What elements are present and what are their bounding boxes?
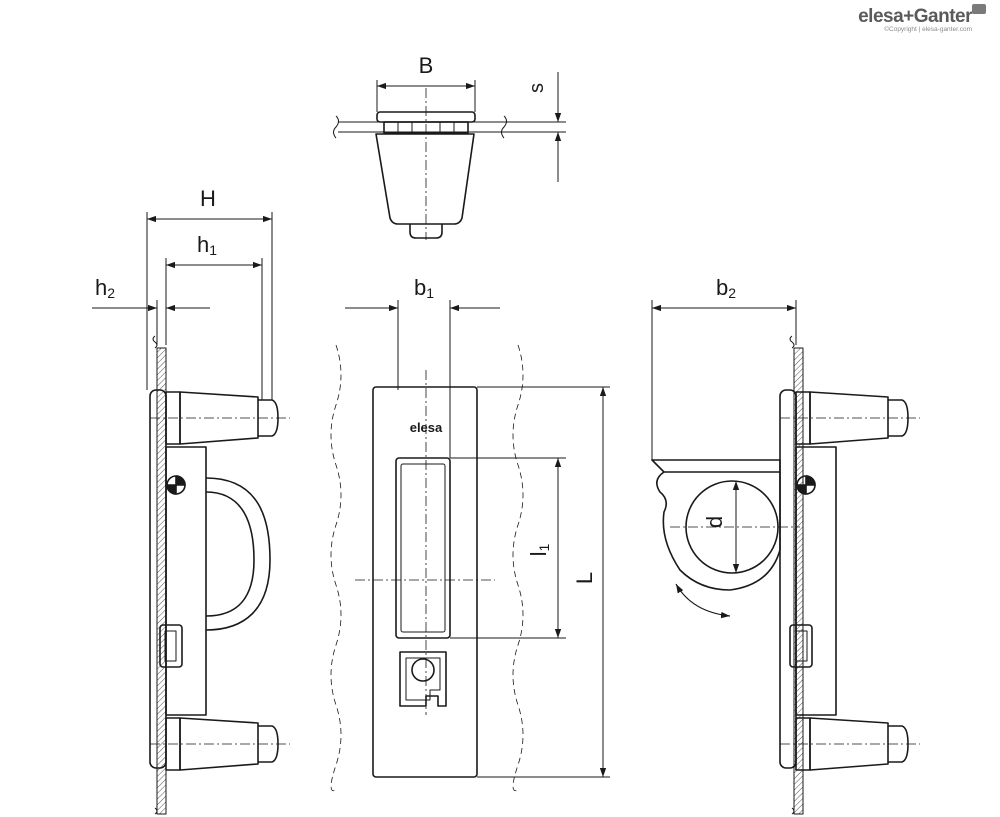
dim-label-H: H [200, 186, 216, 211]
top-detail-view [333, 88, 554, 240]
dim-label-h1: h1 [197, 232, 217, 258]
dim-label-L: L [572, 572, 597, 584]
brand-logo: elesa+Ganter ©Copyright | elesa-ganter.c… [858, 4, 986, 33]
brand-name: elesa+Ganter [858, 6, 972, 27]
brand-badge [972, 4, 986, 14]
dim-label-b2: b2 [716, 275, 736, 301]
dim-label-s: s [526, 83, 548, 93]
brand-copyright: ©Copyright | elesa-ganter.com [884, 26, 972, 33]
dim-label-b1: b1 [414, 275, 434, 301]
right-side-view [651, 335, 920, 815]
dim-label-l1: l1 [526, 543, 552, 556]
product-mark: elesa [410, 420, 443, 435]
dim-label-B: B [419, 53, 434, 78]
front-view [330, 344, 524, 792]
dim-label-d: d [702, 516, 727, 528]
dim-label-h2: h2 [95, 275, 115, 301]
left-side-view [149, 335, 290, 815]
dimension-lines [92, 72, 797, 778]
